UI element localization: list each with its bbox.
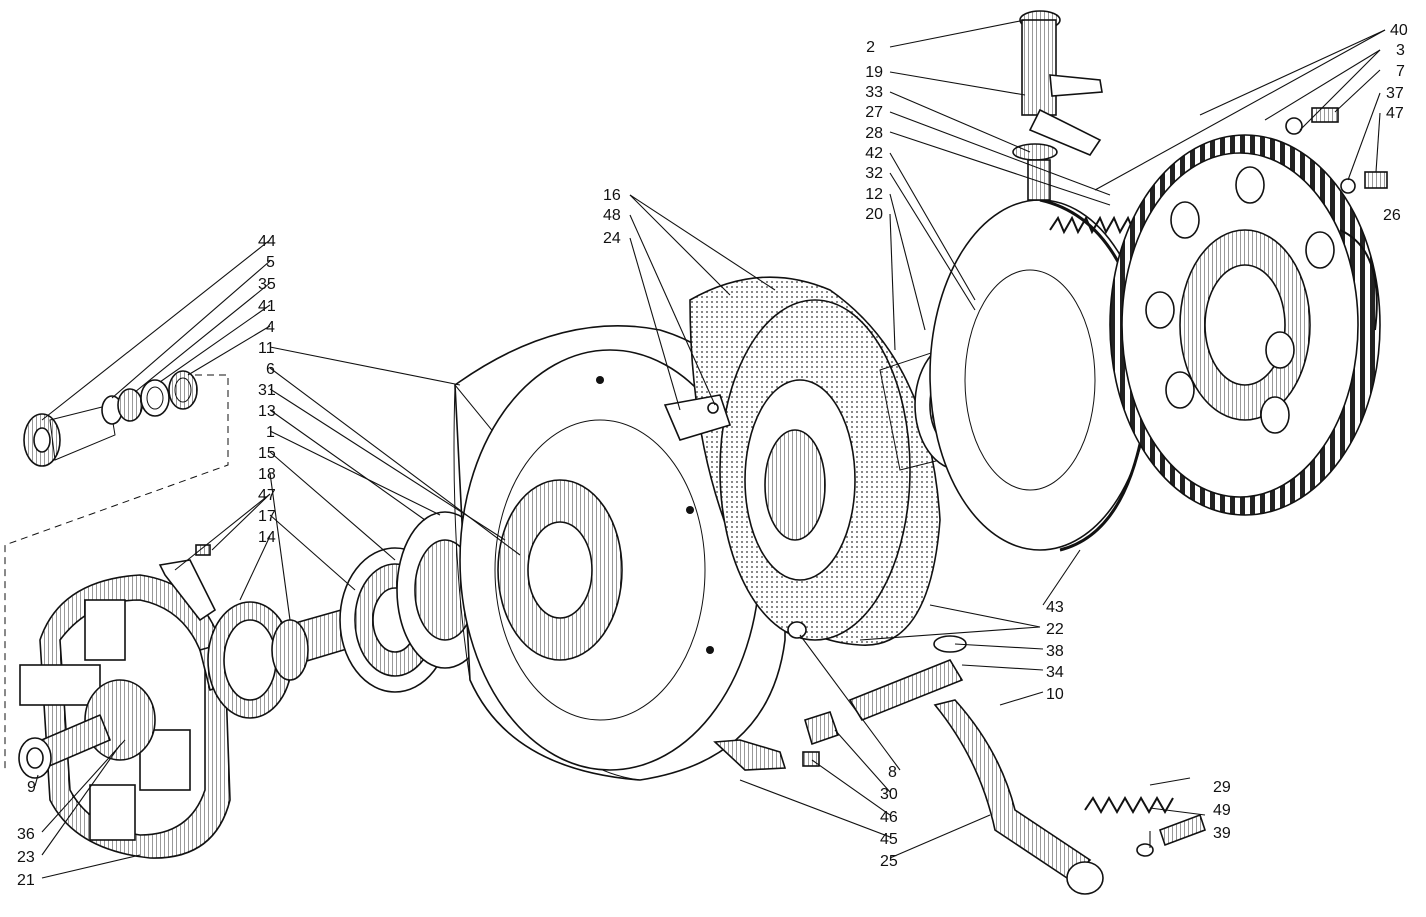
label-42: 42 [865, 145, 883, 162]
label-5: 5 [266, 254, 275, 271]
label-31: 31 [258, 382, 276, 399]
label-2: 2 [866, 39, 875, 56]
label-25: 25 [880, 853, 898, 870]
label-15: 15 [258, 445, 276, 462]
label-13: 13 [258, 403, 276, 420]
label-37: 37 [1386, 85, 1404, 102]
bracket-part [158, 544, 217, 622]
release-drum-part [18, 574, 231, 859]
label-1: 1 [266, 424, 275, 441]
label-14: 14 [258, 529, 276, 546]
label-47-left: 47 [258, 487, 276, 504]
label-44: 44 [258, 233, 276, 250]
label-48: 48 [603, 207, 621, 224]
part-number-labels: 2 19 33 27 28 42 32 12 20 40 3 7 37 47 2… [17, 22, 1408, 889]
label-32: 32 [865, 165, 883, 182]
label-4: 4 [266, 319, 275, 336]
seal-assembly-part [23, 370, 198, 467]
label-33-top: 33 [865, 84, 883, 101]
label-38: 38 [1046, 643, 1064, 660]
label-16: 16 [603, 187, 621, 204]
label-26: 26 [1383, 207, 1401, 224]
label-3: 3 [1396, 42, 1405, 59]
label-43: 43 [1046, 599, 1064, 616]
assembly-dash-line [4, 374, 229, 770]
leader-lines [34, 19, 1386, 879]
label-12: 12 [865, 186, 883, 203]
pedal-assembly-part [713, 621, 1207, 895]
label-28: 28 [865, 125, 883, 142]
label-23: 23 [17, 849, 35, 866]
label-6: 6 [266, 361, 275, 378]
clutch-plate-part [663, 276, 941, 646]
ring-gear-part [1109, 134, 1381, 516]
label-21: 21 [17, 872, 35, 889]
label-24: 24 [603, 230, 621, 247]
label-35: 35 [258, 276, 276, 293]
label-18: 18 [258, 466, 276, 483]
label-20: 20 [865, 206, 883, 223]
label-9: 9 [27, 779, 36, 796]
label-19: 19 [865, 64, 883, 81]
label-10: 10 [1046, 686, 1064, 703]
label-27: 27 [865, 104, 883, 121]
label-17: 17 [258, 508, 276, 525]
label-30: 30 [880, 786, 898, 803]
label-41: 41 [258, 298, 276, 315]
label-47-top: 47 [1386, 105, 1404, 122]
label-40: 40 [1390, 22, 1408, 39]
label-8: 8 [888, 764, 897, 781]
label-36: 36 [17, 826, 35, 843]
label-11: 11 [258, 340, 275, 357]
label-29: 29 [1213, 779, 1231, 796]
label-39: 39 [1213, 825, 1231, 842]
label-49: 49 [1213, 802, 1231, 819]
label-46: 46 [880, 809, 898, 826]
label-34: 34 [1046, 664, 1064, 681]
label-45: 45 [880, 831, 898, 848]
label-7: 7 [1396, 63, 1405, 80]
release-lever-part [1012, 10, 1103, 201]
label-22: 22 [1046, 621, 1064, 638]
spring-part [1049, 215, 1135, 235]
